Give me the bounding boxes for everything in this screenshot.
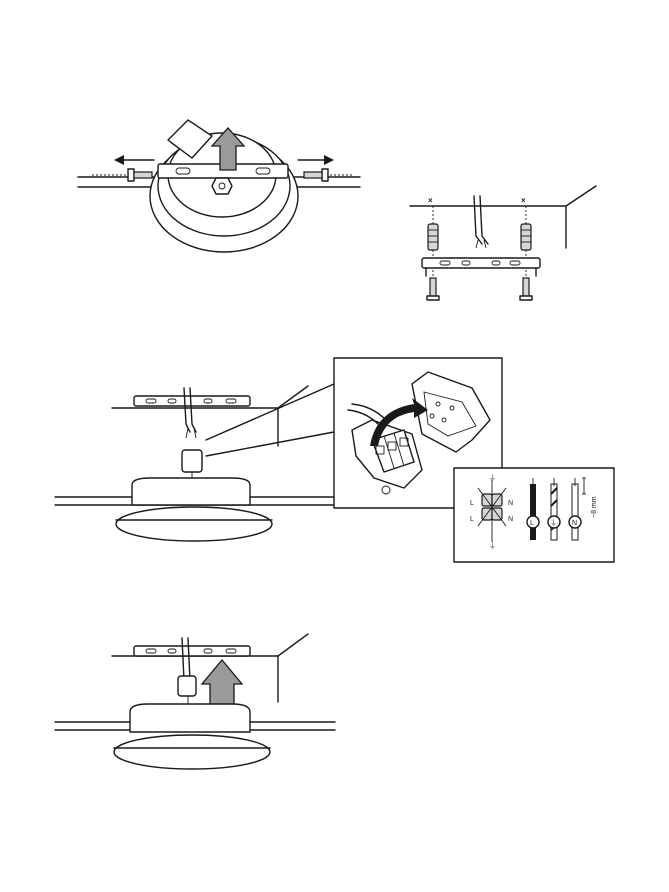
svg-text:L: L xyxy=(530,520,534,527)
terminal-block-schematic xyxy=(477,480,507,542)
bracket-step4 xyxy=(133,645,251,657)
conn-label-L-top: L xyxy=(470,500,474,507)
center-nut xyxy=(211,177,233,195)
curved-arrow-icon xyxy=(370,398,428,446)
lamp-disc-step3 xyxy=(115,506,273,542)
step4-push-up xyxy=(54,633,336,770)
wall-plug-right xyxy=(520,223,532,251)
step1-remove-bracket xyxy=(77,119,361,253)
conn-label-L-bottom: L xyxy=(470,516,474,523)
lamp-disc-step4 xyxy=(113,734,271,770)
step3-connect-wires: L L N N ⏚ ⏚ L ⏚ N xyxy=(54,357,615,563)
earth-symbol-bottom: ⏚ xyxy=(489,542,496,550)
cable-step3 xyxy=(183,387,191,433)
conn-label-N-bottom: N xyxy=(508,516,513,523)
arrow-left-icon xyxy=(114,155,155,165)
wire-earth: ⏚ xyxy=(547,478,561,541)
strip-length-label: ~8 mm xyxy=(591,496,598,518)
svg-text:⏚: ⏚ xyxy=(550,519,557,527)
arrow-up-icon xyxy=(210,127,246,171)
cable-step4 xyxy=(181,637,185,681)
left-screw-head xyxy=(127,168,135,182)
svg-text:N: N xyxy=(572,520,577,527)
connector-step3 xyxy=(181,449,203,473)
screw-right xyxy=(522,277,530,299)
lamp-housing-step4 xyxy=(129,703,251,733)
drill-mark-left: × xyxy=(428,196,433,205)
lamp-housing-step3 xyxy=(131,477,251,506)
mains-cable xyxy=(473,195,483,245)
bracket-step3 xyxy=(133,395,251,407)
right-screw xyxy=(303,171,323,179)
connector-step4 xyxy=(177,675,197,697)
earth-symbol-top: ⏚ xyxy=(489,474,496,482)
bracket-step2 xyxy=(421,257,541,269)
wall-plug-left xyxy=(427,223,439,251)
drill-mark-right: × xyxy=(521,196,526,205)
conn-label-N-top: N xyxy=(508,500,513,507)
wire-neutral: N xyxy=(568,478,582,541)
arrow-right-icon xyxy=(297,155,334,165)
right-screw-head xyxy=(321,168,329,182)
left-screw xyxy=(133,171,153,179)
step2-mount-bracket: × × xyxy=(409,185,597,301)
screw-left xyxy=(429,277,437,299)
terminal-lid xyxy=(411,371,491,453)
wire-live: L xyxy=(526,478,540,540)
